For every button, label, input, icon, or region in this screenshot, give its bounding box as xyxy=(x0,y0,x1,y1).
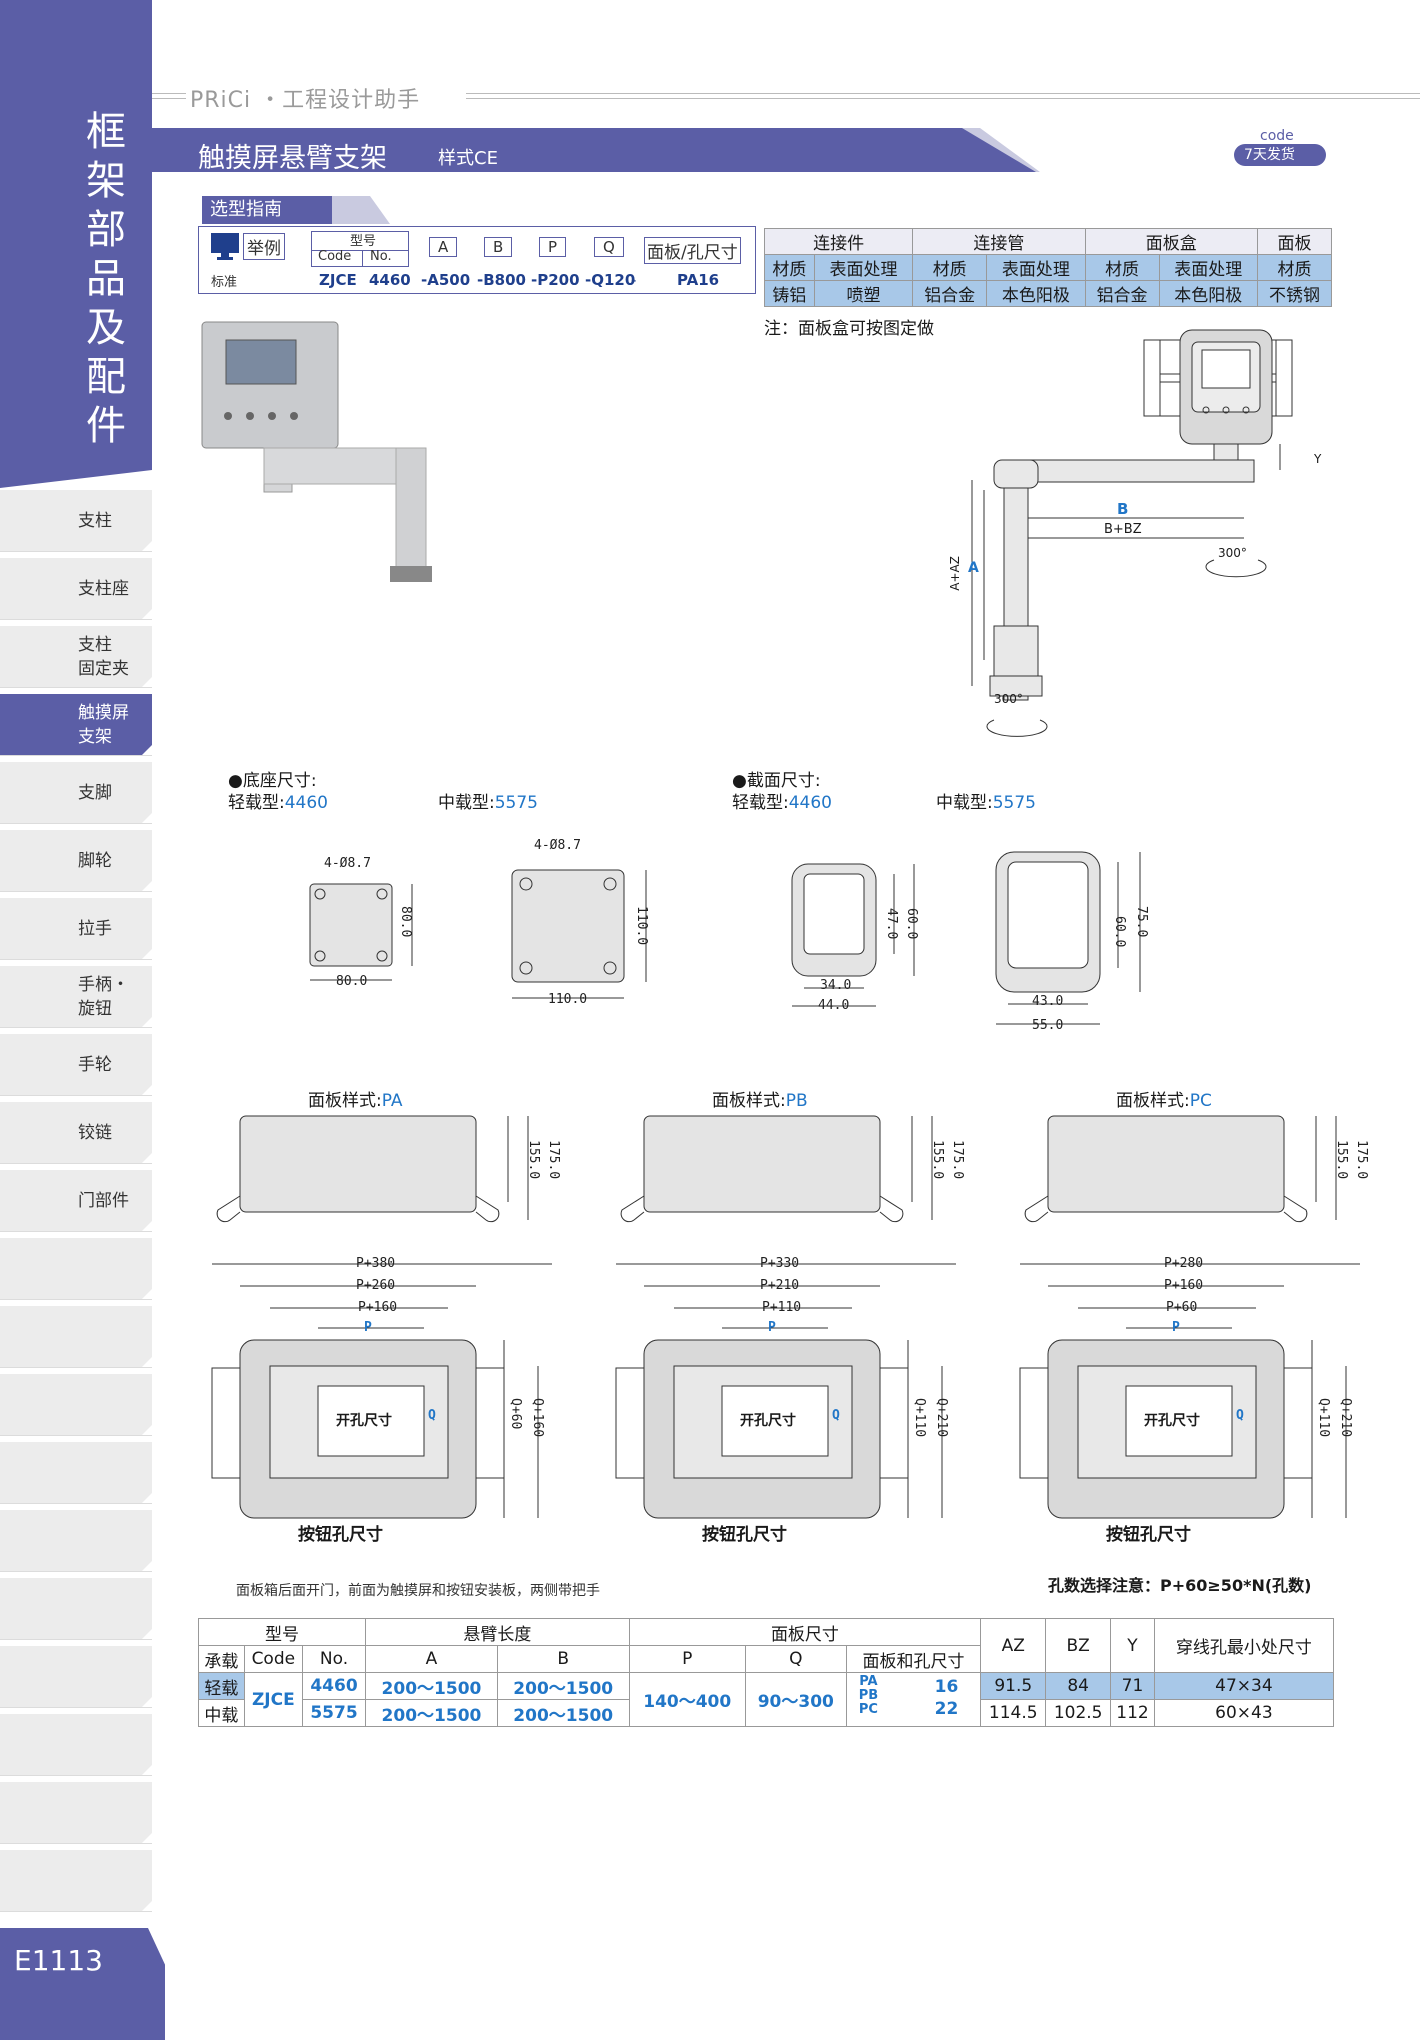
base-mid: 中载型:5575 xyxy=(438,793,538,813)
hole-note: 孔数选择注意：P+60≥50*N(孔数) xyxy=(1048,1576,1312,1595)
sidebar-item-label: 支柱 固定夹 xyxy=(78,634,129,679)
shipping-badge: code 7天发货 xyxy=(1234,128,1334,172)
panel-front-view xyxy=(615,1263,956,1519)
sidebar-item-17[interactable] xyxy=(0,1646,152,1708)
page-number-band xyxy=(0,1928,165,2040)
dim-aaz: A+AZ xyxy=(948,556,962,591)
sidebar-item-label: 手轮 xyxy=(78,1054,112,1075)
base-small-drawing xyxy=(309,883,413,981)
rotation-top: 300° xyxy=(1218,546,1247,560)
sidebar-item-label: 支柱 xyxy=(78,510,112,531)
panel-side-view xyxy=(216,1115,529,1223)
rotation-bottom: 300° xyxy=(994,692,1023,706)
sidebar-item-16[interactable] xyxy=(0,1578,152,1640)
sidebar-item-18[interactable] xyxy=(0,1714,152,1776)
brand: PRiCi ・工程设计助手 xyxy=(190,88,421,113)
sidebar-item-label: 门部件 xyxy=(78,1190,129,1211)
sidebar-item-11[interactable] xyxy=(0,1238,152,1300)
base-light: 轻载型:4460 xyxy=(228,793,328,813)
page-subtitle: 样式CE xyxy=(438,148,498,169)
base-title: ●底座尺寸: xyxy=(228,771,317,791)
dim-b: B xyxy=(1117,500,1129,518)
dim-a: A xyxy=(968,560,979,576)
guide-title: 选型指南 xyxy=(202,196,332,224)
field-p: P xyxy=(539,237,567,257)
brand-rule-left xyxy=(152,93,186,99)
dim-y: Y xyxy=(1314,452,1322,466)
code-example-box: 举例 标准 型号 Code No. A B P Q 面板/孔尺寸 ZJCE 44… xyxy=(198,226,756,294)
note: 注：面板盒可按图定做 xyxy=(764,319,934,339)
sidebar-item-10[interactable]: 门部件 xyxy=(0,1170,152,1232)
panel-front-view xyxy=(211,1263,552,1519)
page-title: 触摸屏悬臂支架 xyxy=(198,143,387,174)
sidebar-item-label: 拉手 xyxy=(78,918,112,939)
sidebar-item-6[interactable]: 拉手 xyxy=(0,898,152,960)
panel-front-view xyxy=(1019,1263,1360,1519)
sidebar-item-12[interactable] xyxy=(0,1306,152,1368)
std-label: 标准 xyxy=(211,275,238,290)
sidebar-item-19[interactable] xyxy=(0,1782,152,1844)
base-medium-drawing xyxy=(511,869,647,999)
sidebar-item-1[interactable]: 支柱座 xyxy=(0,558,152,620)
monitor-icon xyxy=(211,233,239,260)
panel-style-label: 面板样式:PA xyxy=(308,1091,403,1111)
panel-style-label: 面板样式:PB xyxy=(712,1091,808,1111)
sidebar-band xyxy=(0,0,152,488)
sidebar-item-0[interactable]: 支柱 xyxy=(0,490,152,552)
sidebar-item-14[interactable] xyxy=(0,1442,152,1504)
sidebar-item-label: 支脚 xyxy=(78,782,112,803)
header-band xyxy=(152,128,1036,172)
panel-side-view xyxy=(620,1115,933,1223)
sidebar-item-15[interactable] xyxy=(0,1510,152,1572)
section-mid: 中载型:5575 xyxy=(936,793,1036,813)
sidebar-item-label: 支柱座 xyxy=(78,578,129,599)
field-panel: 面板/孔尺寸 xyxy=(644,237,741,264)
sidebar-title: 框架部品及配件 xyxy=(86,109,126,449)
field-a: A xyxy=(429,237,458,257)
sidebar-item-label: 铰链 xyxy=(78,1122,112,1143)
ship-label: 7天发货 xyxy=(1234,144,1326,166)
example-label: 举例 xyxy=(243,233,285,260)
sidebar-item-label: 触摸屏 支架 xyxy=(78,702,129,747)
sidebar-item-4[interactable]: 支脚 xyxy=(0,762,152,824)
field-q: Q xyxy=(594,237,624,257)
sidebar-item-13[interactable] xyxy=(0,1374,152,1436)
arm-diagram xyxy=(971,329,1293,737)
model-box: 型号 Code No. xyxy=(311,231,409,267)
field-b: B xyxy=(484,237,513,257)
sidebar-item-9[interactable]: 铰链 xyxy=(0,1102,152,1164)
sidebar-item-2[interactable]: 支柱 固定夹 xyxy=(0,626,152,688)
section-light: 轻载型:4460 xyxy=(732,793,832,813)
section-medium-drawing xyxy=(995,851,1141,1025)
dim-bbz: B+BZ xyxy=(1104,522,1142,537)
sidebar-item-label: 脚轮 xyxy=(78,850,112,871)
section-title: ●截面尺寸: xyxy=(732,771,821,791)
material-spec-table: 连接件连接管面板盒面板 材质表面处理材质表面处理材质表面处理材质 铸铝喷塑铝合金… xyxy=(763,228,1333,307)
panel-note: 面板箱后面开门，前面为触摸屏和按钮安装板，两侧带把手 xyxy=(236,1583,600,1599)
section-small-drawing xyxy=(791,863,915,1007)
sidebar-item-3[interactable]: 触摸屏 支架 xyxy=(0,694,152,756)
sidebar-item-7[interactable]: 手柄・ 旋钮 xyxy=(0,966,152,1028)
page-number: E1113 xyxy=(14,1944,103,1977)
brand-rule-right xyxy=(466,93,1420,99)
sidebar-item-5[interactable]: 脚轮 xyxy=(0,830,152,892)
product-photo xyxy=(198,316,438,596)
sidebar-item-8[interactable]: 手轮 xyxy=(0,1034,152,1096)
panel-side-view xyxy=(1024,1115,1337,1223)
ship-code: code xyxy=(1260,128,1294,144)
sidebar-item-label: 手柄・ 旋钮 xyxy=(78,974,129,1019)
panel-style-label: 面板样式:PC xyxy=(1116,1091,1212,1111)
sidebar-item-20[interactable] xyxy=(0,1850,152,1912)
